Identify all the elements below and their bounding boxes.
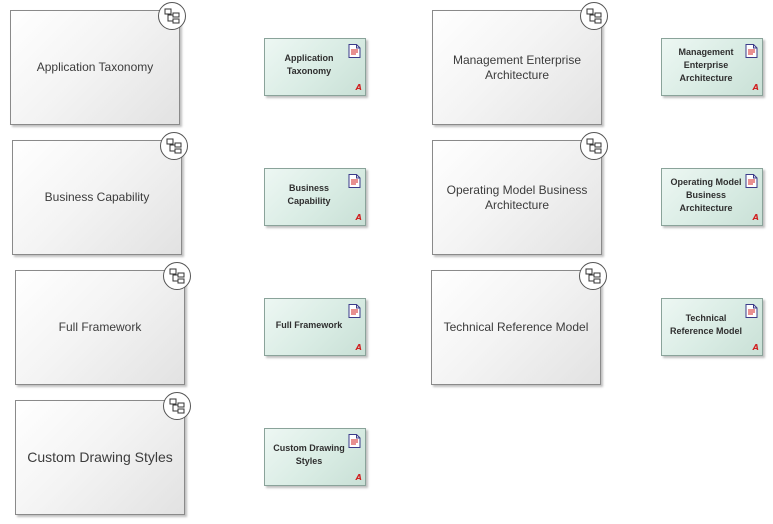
document-icon — [745, 304, 758, 318]
artifact-marker-icon: A — [355, 83, 362, 92]
diagram-hierarchy-icon — [580, 2, 608, 30]
package-full-framework[interactable]: Full Framework — [15, 262, 191, 385]
diagram-hierarchy-icon — [163, 392, 191, 420]
package-label: Application Taxonomy — [36, 60, 154, 74]
package-business-capability[interactable]: Business Capability — [12, 132, 188, 255]
diagram-hierarchy-icon — [163, 262, 191, 290]
artifact-application-taxonomy[interactable]: Application Taxonomy A — [264, 38, 366, 96]
document-icon — [348, 434, 361, 448]
package-label: Custom Drawing Styles — [27, 449, 173, 465]
artifact-marker-icon: A — [355, 343, 362, 352]
artifact-label: Application Taxonomy — [284, 53, 334, 76]
package-label: Technical Reference Model — [443, 320, 589, 334]
package-label: Operating Model Business Architecture — [446, 182, 588, 212]
artifact-marker-icon: A — [355, 213, 362, 222]
package-management-enterprise-architecture[interactable]: Management Enterprise Architecture — [432, 2, 608, 125]
diagram-hierarchy-icon — [160, 132, 188, 160]
package-label: Management Enterprise Architecture — [452, 52, 582, 82]
package-operating-model-business-architecture[interactable]: Operating Model Business Architecture — [432, 132, 608, 255]
document-icon — [745, 174, 758, 188]
artifact-business-capability[interactable]: Business Capability A — [264, 168, 366, 226]
artifact-label: Custom Drawing Styles — [273, 443, 345, 466]
package-custom-drawing-styles[interactable]: Custom Drawing Styles — [15, 392, 191, 515]
artifact-full-framework[interactable]: Full Framework A — [264, 298, 366, 356]
artifact-label: Management Enterprise Architecture — [678, 46, 734, 83]
package-application-taxonomy[interactable]: Application Taxonomy — [10, 2, 186, 125]
artifact-custom-drawing-styles[interactable]: Custom Drawing Styles A — [264, 428, 366, 486]
package-label: Full Framework — [58, 320, 142, 334]
artifact-marker-icon: A — [752, 83, 759, 92]
artifact-label: Technical Reference Model — [669, 313, 743, 336]
diagram-hierarchy-icon — [158, 2, 186, 30]
document-icon — [348, 44, 361, 58]
package-technical-reference-model[interactable]: Technical Reference Model — [431, 262, 607, 385]
package-label: Business Capability — [44, 190, 150, 204]
artifact-marker-icon: A — [752, 213, 759, 222]
artifact-label: Operating Model Business Architecture — [670, 176, 742, 213]
diagram-hierarchy-icon — [580, 132, 608, 160]
document-icon — [745, 44, 758, 58]
artifact-marker-icon: A — [355, 473, 362, 482]
artifact-marker-icon: A — [752, 343, 759, 352]
artifact-label: Full Framework — [275, 319, 343, 330]
artifact-label: Business Capability — [287, 183, 331, 206]
artifact-management-enterprise-architecture[interactable]: Management Enterprise Architecture A — [661, 38, 763, 96]
diagram-hierarchy-icon — [579, 262, 607, 290]
document-icon — [348, 304, 361, 318]
artifact-technical-reference-model[interactable]: Technical Reference Model A — [661, 298, 763, 356]
document-icon — [348, 174, 361, 188]
artifact-operating-model-business-architecture[interactable]: Operating Model Business Architecture A — [661, 168, 763, 226]
